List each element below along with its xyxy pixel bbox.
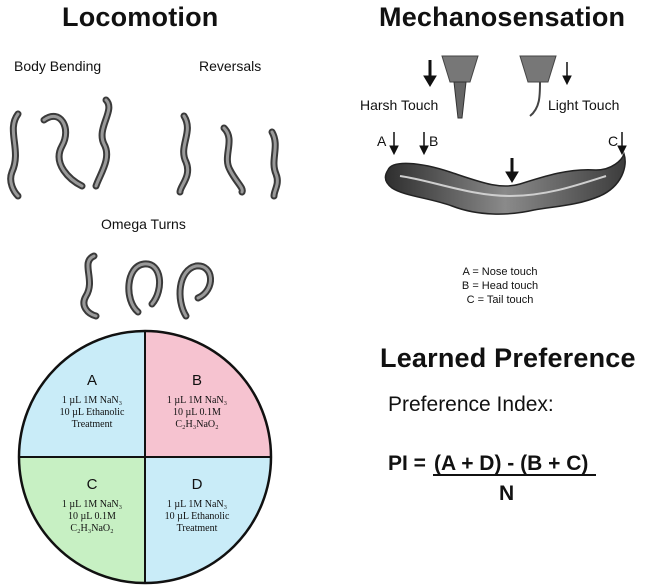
quadrant-d-line-1: 1 µL 1M NaN₃	[166, 499, 228, 510]
reversal-worm-1	[176, 112, 192, 196]
quadrant-d-letter: D	[191, 476, 203, 493]
quadrant-c-letter: C	[86, 476, 98, 493]
omega-turns-label: Omega Turns	[101, 216, 186, 232]
quadrant-a-line-1: 1 µL 1M NaN₃	[61, 395, 123, 406]
locomotion-title: Locomotion	[62, 2, 219, 32]
quadrant-a-letter: A	[86, 372, 97, 389]
reversals-label: Reversals	[199, 58, 262, 74]
assay-plate	[17, 329, 273, 585]
harsh-touch-probe	[441, 55, 479, 119]
body-bending-label: Body Bending	[14, 58, 102, 74]
quadrant-c-line-2: 10 µL 0.1M	[68, 511, 116, 522]
quadrant-b-line-2: 10 µL 0.1M	[173, 407, 221, 418]
light-touch-label: Light Touch	[548, 97, 620, 113]
large-worm	[384, 151, 626, 215]
marker-c-label: C	[608, 133, 619, 149]
learned-preference-title: Learned Preference	[380, 343, 636, 373]
quadrant-a: A 1 µL 1M NaN₃ 10 µL Ethanolic Treatment	[40, 372, 144, 431]
quadrant-b: B 1 µL 1M NaN₃ 10 µL 0.1M C₂H₃NaO₂	[145, 372, 249, 431]
body-bending-worm-2	[40, 112, 86, 190]
legend-tail: C = Tail touch	[466, 294, 534, 306]
marker-a-label: A	[377, 133, 387, 149]
quadrant-c-line-3: C₂H₃NaO₂	[70, 523, 114, 534]
center-touch-arrow	[505, 158, 519, 183]
quadrant-b-line-1: 1 µL 1M NaN₃	[166, 395, 228, 406]
body-bending-worm-3	[92, 96, 113, 190]
light-touch-probe	[519, 55, 557, 117]
reversal-worm-2	[220, 124, 246, 196]
pi-numerator: (A + D) - (B + C)	[434, 452, 589, 475]
quadrant-a-line-3: Treatment	[71, 419, 113, 430]
quadrant-c: C 1 µL 1M NaN₃ 10 µL 0.1M C₂H₃NaO₂	[40, 476, 144, 535]
nose-touch-arrow	[389, 132, 399, 156]
omega-worm-2	[125, 260, 164, 316]
preference-index-label: Preference Index:	[388, 393, 554, 416]
pi-denominator: N	[499, 482, 515, 505]
mechanosensation-title: Mechanosensation	[379, 2, 626, 32]
omega-worm-1	[80, 252, 100, 320]
omega-worm-3	[176, 262, 214, 320]
legend-nose: A = Nose touch	[462, 266, 538, 278]
quadrant-c-line-1: 1 µL 1M NaN₃	[61, 499, 123, 510]
legend-head: B = Head touch	[461, 280, 539, 292]
touch-legend: A = Nose touch B = Head touch C = Tail t…	[440, 265, 560, 307]
tail-touch-arrow	[617, 132, 627, 156]
quadrant-d-line-2: 10 µL Ethanolic	[164, 511, 230, 522]
harsh-touch-arrow	[423, 60, 437, 87]
pi-label: PI =	[388, 452, 426, 475]
quadrant-a-line-2: 10 µL Ethanolic	[59, 407, 125, 418]
quadrant-d-line-3: Treatment	[176, 523, 218, 534]
quadrant-b-letter: B	[191, 372, 202, 389]
quadrant-b-line-3: C₂H₃NaO₂	[175, 419, 219, 430]
harsh-touch-label: Harsh Touch	[360, 97, 439, 113]
reversal-worm-3	[268, 128, 281, 200]
quadrant-d: D 1 µL 1M NaN₃ 10 µL Ethanolic Treatment	[145, 476, 249, 535]
body-bending-worm-1	[7, 110, 22, 200]
light-touch-arrow	[562, 62, 572, 86]
head-touch-arrow	[419, 132, 429, 156]
marker-b-label: B	[429, 133, 439, 149]
